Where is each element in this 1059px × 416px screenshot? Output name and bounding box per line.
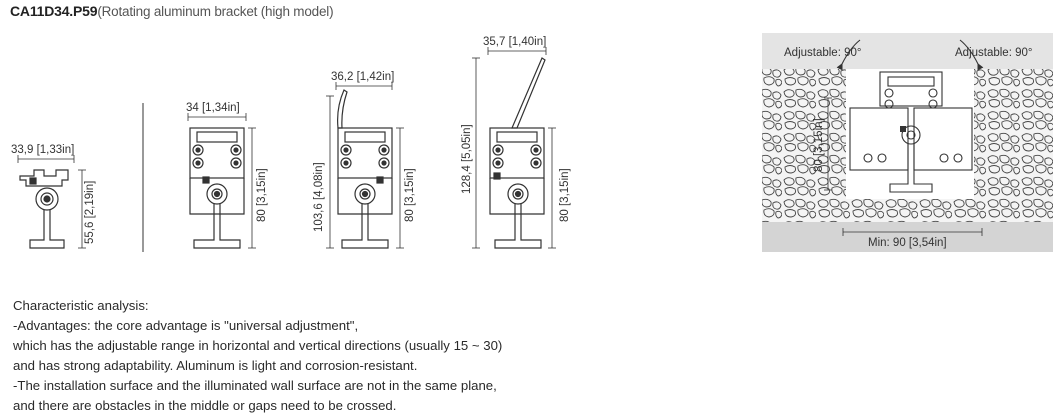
dim-3-width: 36,2 [1,42in] xyxy=(331,71,394,83)
dim-3-arm-height: 103,6 [4,08in] xyxy=(313,162,325,232)
bracket-view-3 xyxy=(326,82,404,249)
dim-4-height: 80 [3,15in] xyxy=(559,168,571,222)
dim-4-width: 35,7 [1,40in] xyxy=(483,36,546,48)
analysis-heading: Characteristic analysis: xyxy=(13,298,149,313)
adjust-right-label: Adjustable: 90° xyxy=(955,47,1033,59)
analysis-line: and has strong adaptability. Aluminum is… xyxy=(13,358,418,373)
product-description: (Rotating aluminum bracket (high model) xyxy=(97,4,334,19)
product-code: CA11D34.P59 xyxy=(10,3,98,19)
analysis-line: -Advantages: the core advantage is "univ… xyxy=(13,318,359,333)
dim-4-arm-height: 128,4 [5,05in] xyxy=(461,124,473,194)
dim-1-width: 33,9 [1,33in] xyxy=(11,144,74,156)
analysis-line: -The installation surface and the illumi… xyxy=(13,378,497,393)
characteristic-analysis: Characteristic analysis: -Advantages: th… xyxy=(13,296,502,416)
dim-2-height: 80 [3,15in] xyxy=(256,168,268,222)
bracket-view-1 xyxy=(17,155,86,249)
analysis-line: and there are obstacles in the middle or… xyxy=(13,398,397,413)
bracket-view-4 xyxy=(472,47,556,249)
technical-drawing: 33,9 [1,33in] 55,6 [2,19in] 34 [1,34in] … xyxy=(11,33,1053,252)
dim-3-height: 80 [3,15in] xyxy=(404,168,416,222)
analysis-line: which has the adjustable range in horizo… xyxy=(13,338,503,353)
adjust-left-label: Adjustable: 90° xyxy=(784,47,862,59)
dim-1-height: 55,6 [2,19in] xyxy=(84,181,96,244)
floor-surface xyxy=(762,222,1053,252)
min-gap-label: Min: 90 [3,54in] xyxy=(868,237,947,249)
install-height-label: 80 [3,15in] xyxy=(813,118,825,172)
product-title: CA11D34.P59(Rotating aluminum bracket (h… xyxy=(10,3,334,19)
dim-2-width: 34 [1,34in] xyxy=(186,102,240,114)
bracket-view-2 xyxy=(187,113,256,249)
installation-diagram xyxy=(762,33,1053,252)
